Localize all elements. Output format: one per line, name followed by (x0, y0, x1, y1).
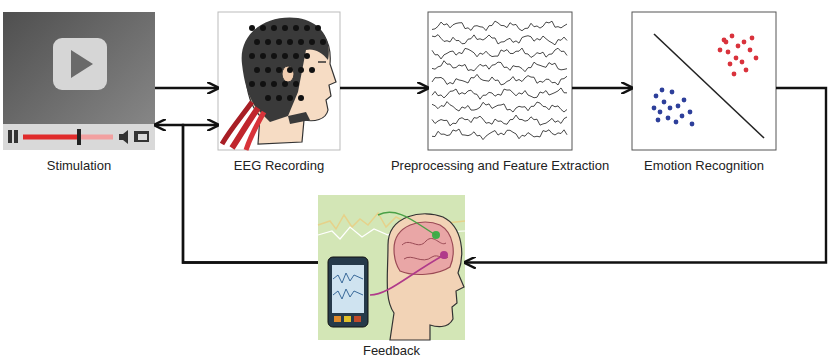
illustrated-node: EEG Recording (218, 12, 340, 150)
electrode (315, 25, 321, 31)
electrode (254, 67, 260, 73)
electrode (293, 53, 299, 59)
flow-arrow (465, 88, 826, 263)
eeg-trace (432, 88, 567, 99)
electrode (276, 39, 282, 45)
feedback-illustration (318, 195, 465, 340)
class-dot (688, 110, 693, 115)
class-dot (718, 48, 723, 53)
flow-arrow (155, 87, 218, 89)
electrode (304, 53, 310, 59)
electrode (298, 95, 304, 101)
class-dot (730, 34, 735, 39)
node-caption: Emotion Recognition (644, 158, 764, 173)
node-caption: Feedback (363, 343, 420, 358)
class-dot (744, 68, 749, 73)
class-dot (754, 56, 759, 61)
electrode (249, 53, 255, 59)
electrode (282, 81, 288, 87)
class-dot (668, 106, 673, 111)
electrode (320, 39, 326, 45)
class-dot (658, 110, 663, 115)
electrode (271, 53, 277, 59)
electrode (271, 25, 277, 31)
electrode (249, 25, 255, 31)
class-dot (750, 36, 755, 41)
classifier-scatter (632, 12, 776, 150)
class-dot (732, 72, 737, 77)
node-caption: Stimulation (47, 158, 111, 173)
eeg-traces (428, 12, 572, 150)
class-dot (670, 90, 675, 95)
electrode (282, 25, 288, 31)
electrode (249, 81, 255, 87)
node-caption: EEG Recording (234, 158, 324, 173)
flow-arrow (340, 87, 428, 89)
class-dot (682, 98, 687, 103)
eeg-trace (432, 61, 567, 72)
eeg-trace (432, 115, 567, 126)
electrode (293, 81, 299, 87)
illustrated-node: Emotion Recognition (632, 12, 776, 150)
electrode (254, 39, 260, 45)
class-dot (660, 88, 665, 93)
eeg-trace (432, 74, 567, 85)
class-dot (666, 116, 671, 121)
flow-arrow (183, 125, 318, 263)
electrode (265, 95, 271, 101)
class-dot (726, 50, 731, 55)
electrode (265, 67, 271, 73)
electrode (287, 95, 293, 101)
class-dot (680, 114, 685, 119)
eeg-trace (432, 129, 567, 140)
eeg-head-illustration (218, 12, 340, 150)
class-dot (748, 48, 753, 53)
electrode (298, 39, 304, 45)
electrode (276, 67, 282, 73)
electrode (287, 39, 293, 45)
eeg-trace (432, 21, 567, 31)
class-dot (656, 118, 661, 123)
class-dot (652, 106, 657, 111)
electrode (304, 25, 310, 31)
electrode (298, 67, 304, 73)
class-dot (736, 44, 741, 49)
illustrated-node: Preprocessing and Feature Extraction (428, 12, 572, 150)
flow-arrow (572, 87, 632, 89)
electrode (265, 39, 271, 45)
electrode (293, 25, 299, 31)
electrode (260, 53, 266, 59)
eeg-trace (432, 102, 567, 112)
video-player (3, 12, 155, 150)
electrode (276, 95, 282, 101)
class-dot (742, 40, 747, 45)
flow-arrow (155, 125, 318, 263)
eeg-trace (432, 48, 567, 59)
class-dot (734, 56, 739, 61)
electrode (260, 81, 266, 87)
eeg-trace (432, 35, 567, 45)
electrode (309, 67, 315, 73)
class-dot (728, 62, 733, 67)
illustrated-node: Feedback (318, 195, 465, 340)
electrode (260, 25, 266, 31)
class-dot (740, 60, 745, 65)
electrode (287, 67, 293, 73)
class-dot (724, 40, 729, 45)
class-dot (690, 122, 695, 127)
class-dot (676, 104, 681, 109)
node-caption: Preprocessing and Feature Extraction (391, 158, 609, 173)
class-dot (662, 100, 667, 105)
illustrated-node: Stimulation (3, 12, 155, 150)
class-dot (674, 120, 679, 125)
electrode (271, 81, 277, 87)
class-dot (654, 94, 659, 99)
electrode (282, 53, 288, 59)
electrode (309, 39, 315, 45)
